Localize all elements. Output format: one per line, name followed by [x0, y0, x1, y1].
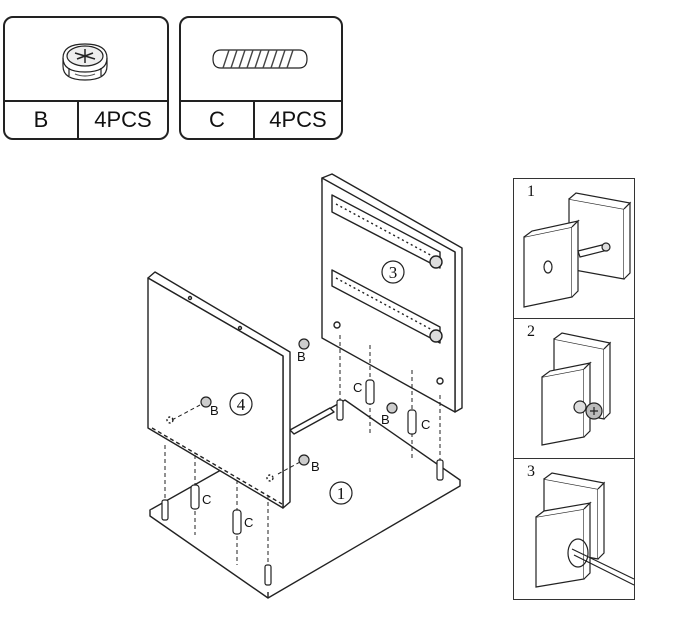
part-c-quantity: 4PCS	[269, 107, 327, 132]
panel-number-labels	[229, 260, 405, 505]
parts-box-c: C 4PCS	[179, 16, 343, 140]
detail-step-3: 3	[513, 458, 635, 600]
part-b-letter: B	[5, 102, 79, 138]
callout-b: B	[210, 403, 219, 418]
callout-c: C	[353, 380, 362, 395]
pins	[161, 399, 444, 586]
callout-b: B	[381, 412, 390, 427]
panel-number-4: 4	[237, 395, 246, 414]
callout-b: B	[311, 459, 320, 474]
wooden-dowel-icon	[181, 18, 341, 103]
part-b-quantity: 4PCS	[94, 107, 152, 132]
callout-b: B	[297, 349, 306, 364]
callout-c: C	[244, 515, 253, 530]
cam-lock-icon	[5, 18, 167, 103]
dowels	[190, 379, 417, 535]
detail-step-1: 1	[513, 178, 635, 319]
callout-c: C	[421, 417, 430, 432]
left-side-panel	[147, 271, 291, 509]
detail-step-2: 2	[513, 318, 635, 459]
part-c-letter: C	[181, 102, 255, 138]
callout-c: C	[202, 492, 211, 507]
right-side-panel	[321, 173, 463, 413]
panel-number-3: 3	[389, 263, 398, 282]
step-number: 2	[527, 323, 535, 340]
step-number: 1	[527, 183, 535, 200]
cam-locks	[200, 338, 398, 466]
step-number: 3	[527, 463, 535, 480]
panel-number-1: 1	[337, 484, 346, 503]
parts-box-b: B 4PCS	[3, 16, 169, 140]
